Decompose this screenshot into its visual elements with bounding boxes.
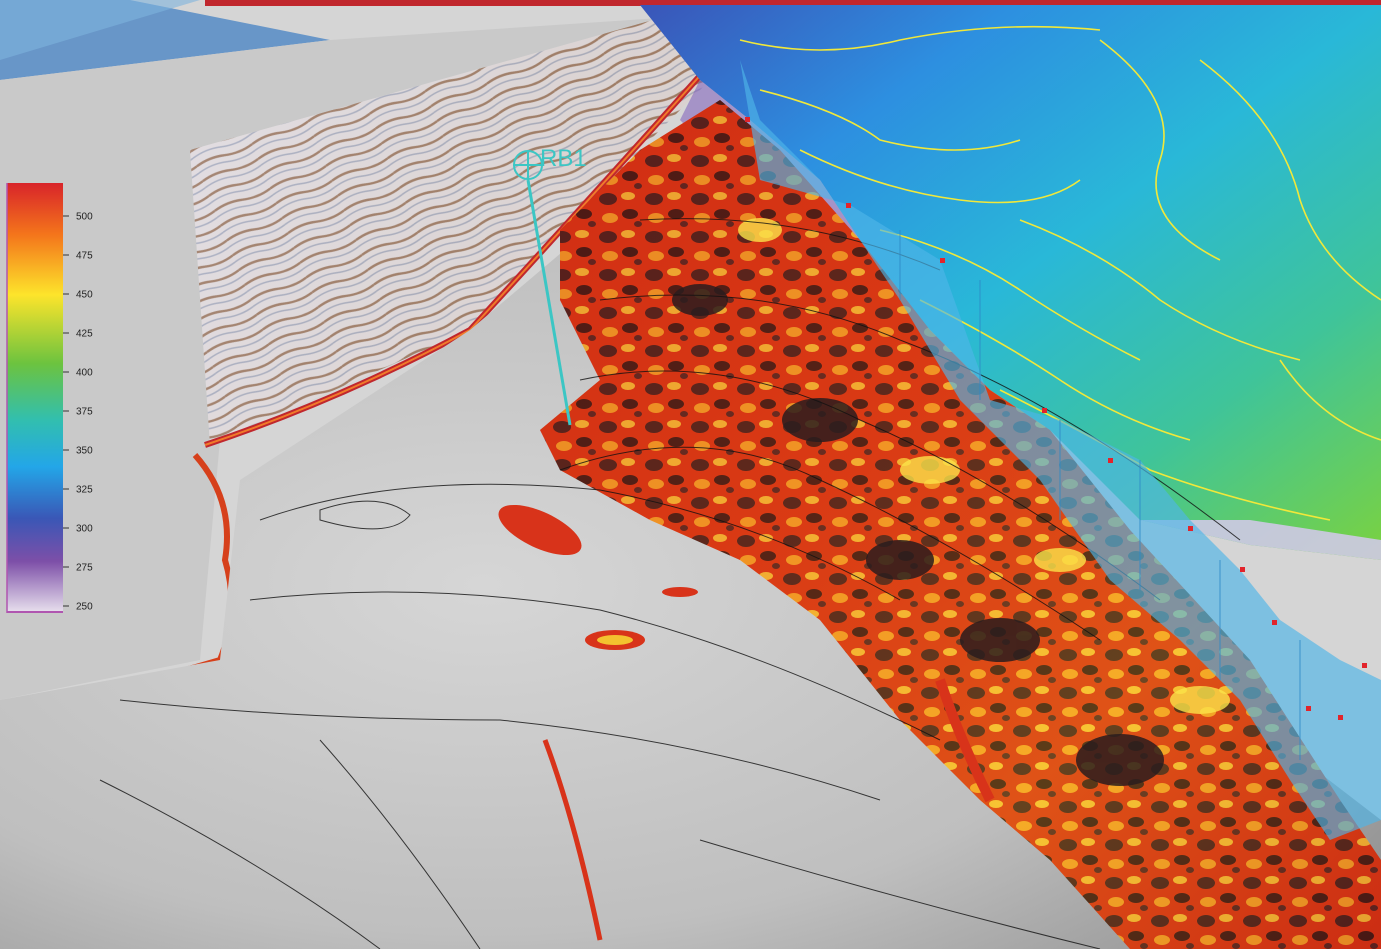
fault-pick-points xyxy=(745,117,1367,720)
colorbar-tick-label: 300 xyxy=(76,524,93,535)
colorbar-tick-label: 325 xyxy=(76,485,93,496)
horizon-map-surface xyxy=(640,5,1381,560)
colorbar-tick-label: 500 xyxy=(76,212,93,223)
small-anomalies xyxy=(498,504,995,941)
colorbar-ramp xyxy=(7,183,63,613)
colorbar-tick-label: 475 xyxy=(76,251,93,262)
colorbar-tick-label: 350 xyxy=(76,446,93,457)
colorbar-tick-label: 450 xyxy=(76,290,93,301)
colorbar-tick-label: 275 xyxy=(76,563,93,574)
frame-bar-top xyxy=(205,0,1381,6)
well-rb1[interactable]: RB1 xyxy=(513,145,587,426)
colorbar-tick-label: 425 xyxy=(76,329,93,340)
colorbar-tick-label: 250 xyxy=(76,602,93,613)
contour-lines xyxy=(739,25,1381,521)
horizon-lines xyxy=(99,218,1241,949)
well-label: RB1 xyxy=(540,145,587,172)
well-trajectory xyxy=(526,179,572,426)
colorbar-tick-label: 400 xyxy=(76,368,93,379)
colorbar-tick-label: 375 xyxy=(76,407,93,418)
colorbar-legend: 500 475 450 425 400 375 350 325 300 275 250 xyxy=(6,183,93,613)
